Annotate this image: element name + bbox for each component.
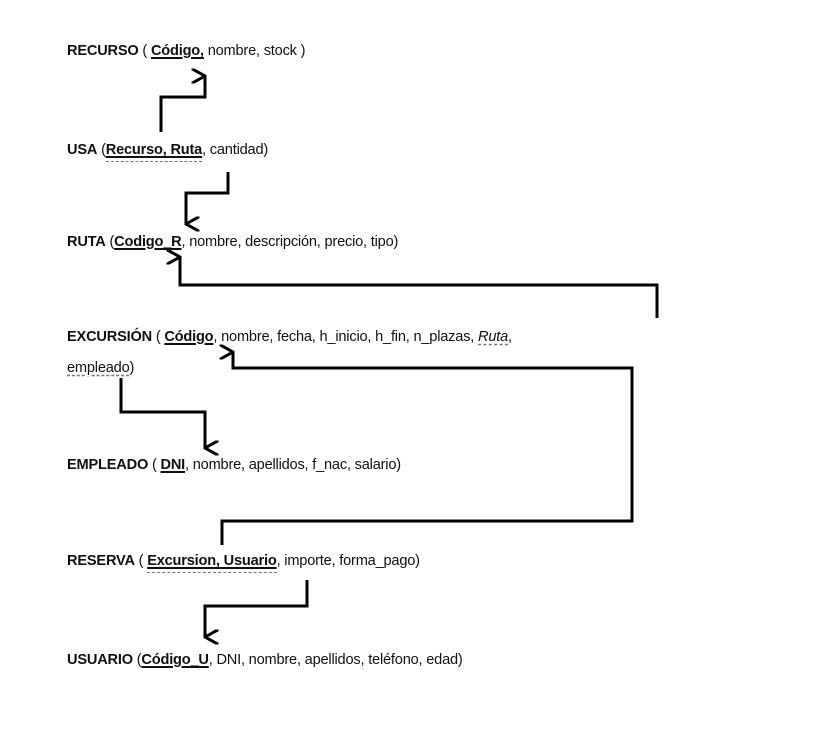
attribute-text: , nombre, apellidos, f_nac, salario) [185,457,401,473]
attribute-text: ( [97,142,106,158]
arrow-reserva-excursion [222,352,634,545]
attribute-text: , nombre, descripción, precio, tipo) [181,234,399,250]
attribute-key: Excursion, Usuario [147,553,277,573]
relation-usa: USA (Recurso, Ruta, cantidad) [67,142,269,162]
relation-excursion-cont: empleado) [67,360,134,376]
attribute-key: empleado [67,360,130,376]
attribute-text: nombre, stock ) [203,43,306,59]
relation-name: RECURSO [67,43,139,59]
attribute-key: Recurso, Ruta [105,142,202,162]
relation-reserva: RESERVA ( Excursion, Usuario, importe, f… [67,553,420,573]
attribute-text: ( [148,457,161,473]
attribute-text: ( [151,329,165,345]
arrow-usa-recurso [159,76,207,132]
relation-excursion: EXCURSIÓN ( Código, nombre, fecha, h_ini… [67,329,512,345]
attribute-key: Código_U [141,652,209,668]
relation-name: RUTA [67,234,106,250]
attribute-text: , DNI, nombre, apellidos, teléfono, edad… [208,652,463,668]
attribute-text: ( [132,652,142,668]
attribute-key: DNI [160,457,186,473]
arrow-usa-ruta [184,172,230,224]
attribute-key: Codigo_R [114,234,182,250]
relation-name: EXCURSIÓN [67,329,152,345]
relation-name: EMPLEADO [67,457,149,473]
attribute-text: , cantidad) [202,142,269,158]
arrow-excursion-empleado [119,378,205,448]
attribute-text: , importe, forma_pago) [276,553,420,569]
attribute-key: Código [164,329,214,345]
attribute-text: , [508,329,512,345]
relation-recurso: RECURSO ( Código, nombre, stock ) [67,43,305,59]
relation-name: USUARIO [67,652,133,668]
attribute-text: ( [105,234,115,250]
relation-empleado: EMPLEADO ( DNI, nombre, apellidos, f_nac… [67,457,401,473]
attribute-text: ( [138,43,151,59]
relation-name: RESERVA [67,553,135,569]
arrow-reserva-usuario [203,580,309,637]
attribute-text: ) [129,360,135,376]
attribute-key: Ruta [478,329,509,345]
relation-name: USA [67,142,98,158]
relation-usuario: USUARIO (Código_U, DNI, nombre, apellido… [67,652,463,668]
attribute-text: ( [134,553,148,569]
arrow-excursion-ruta [180,257,659,318]
relation-ruta: RUTA (Codigo_R, nombre, descripción, pre… [67,234,398,250]
attribute-text: , nombre, fecha, h_inicio, h_fin, n_plaz… [213,329,478,345]
attribute-key: Código, [150,43,204,59]
